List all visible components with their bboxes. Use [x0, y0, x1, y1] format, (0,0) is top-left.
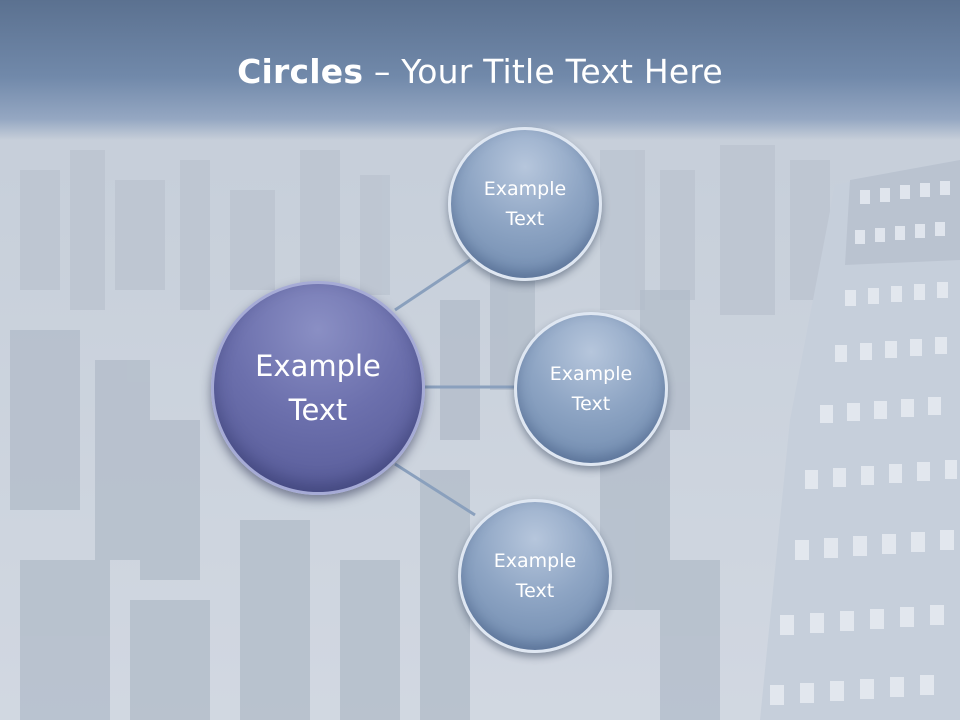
- connector-top: [394, 258, 471, 312]
- connector-bottom: [394, 462, 476, 517]
- title-rest: – Your Title Text Here: [363, 52, 723, 91]
- node-circle-top[interactable]: Example Text: [448, 127, 602, 281]
- node-circle-bottom[interactable]: Example Text: [458, 499, 612, 653]
- center-circle-label: Example Text: [255, 349, 381, 427]
- node-circle-label: Example Text: [483, 178, 567, 230]
- title-band: [0, 0, 960, 140]
- node-circle-label: Example Text: [493, 550, 577, 602]
- node-circle-middle[interactable]: Example Text: [514, 312, 668, 466]
- center-circle[interactable]: Example Text: [211, 281, 425, 495]
- node-circle-label: Example Text: [549, 363, 633, 415]
- slide-title: Circles – Your Title Text Here: [0, 52, 960, 91]
- title-bold: Circles: [237, 52, 364, 91]
